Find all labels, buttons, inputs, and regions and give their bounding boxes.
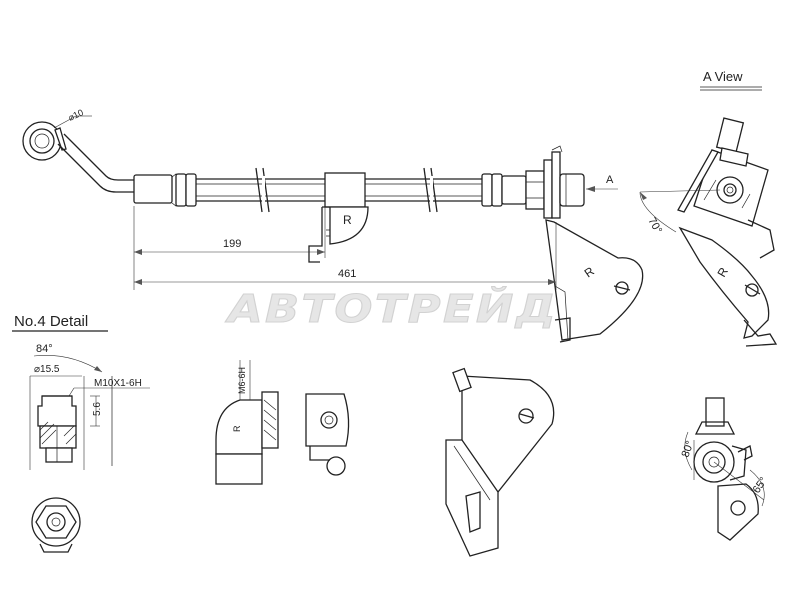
bracket-label-r: R [343, 213, 352, 227]
elbow-label-r: R [232, 425, 242, 432]
detail-angle-84: 84° [36, 343, 53, 355]
no4-detail: No.4 Detail 84° ⌀15.5 M10X1-6H 5.6 [12, 313, 150, 553]
lower-right-view: 80° 65° [680, 397, 770, 541]
view-arrow-a: A [606, 174, 614, 186]
clip-side-view [305, 393, 350, 476]
banjo-fitting [22, 121, 67, 161]
a-view: A View R 70° [639, 69, 778, 347]
thread-m6: M6-6H [237, 367, 247, 394]
a-view-title: A View [703, 69, 743, 84]
hose-clip-bracket: R [308, 206, 369, 263]
detail-thread-m10: M10X1-6H [94, 378, 142, 389]
main-mounting-bracket: R [545, 219, 644, 343]
brake-hose-assembly [22, 121, 585, 219]
detail-title: No.4 Detail [14, 313, 88, 330]
dim-461: 461 [338, 268, 356, 280]
watermark: АВТОТРЕЙД [224, 287, 558, 331]
bracket-perspective-view [445, 367, 555, 557]
elbow-fitting-detail: M6-6H R [215, 360, 279, 485]
detail-diameter-15-5: ⌀15.5 [34, 364, 60, 375]
dim-diameter-10: ⌀10 [67, 107, 85, 123]
a-view-angle-70: 70° [645, 216, 664, 236]
angle-80: 80° [680, 439, 697, 459]
dim-199: 199 [223, 238, 241, 250]
detail-dim-5-6: 5.6 [92, 402, 103, 416]
